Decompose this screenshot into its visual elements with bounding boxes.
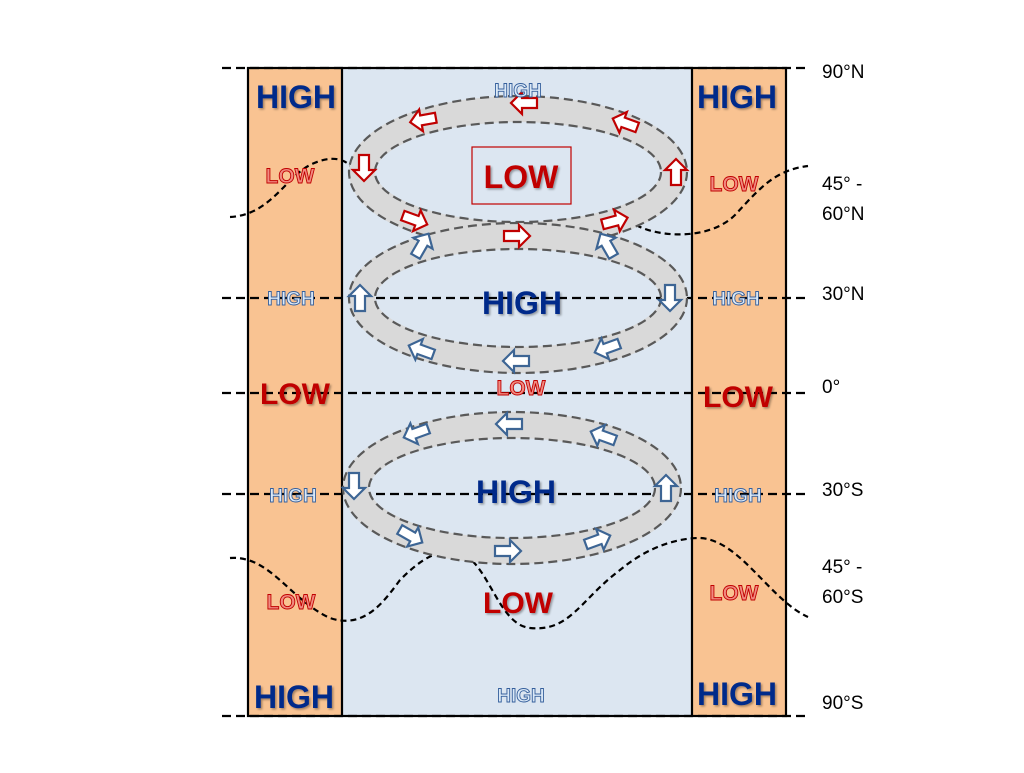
lat-label-45-60n: 45° - 60°N [822,174,865,225]
left-high-south: HIGH [254,679,334,715]
subpolar-low-box [471,146,572,205]
lat-label-30n: 30°N [822,284,865,305]
center-low-eq: LOW [497,377,546,400]
center-high-south: HIGH [497,686,545,707]
left-high-north: HIGH [256,79,336,115]
high-small-labels: HIGH HIGH HIGH HIGH HIGH HIGH [267,81,762,708]
left-low-south: LOW [267,591,316,614]
center-low-subpolar-s: LOW [483,587,554,620]
low-small-labels: LOW LOW LOW LOW LOW [265,165,759,615]
right-high-30s: HIGH [714,486,762,507]
left-low-eq: LOW [260,378,331,411]
hadley-cell-south-inner [367,436,657,540]
right-high-30n: HIGH [712,289,760,310]
right-high-north: HIGH [697,79,777,115]
left-low-north: LOW [266,165,315,188]
left-high-30s: HIGH [269,486,317,507]
high-big-labels: HIGH HIGH HIGH HIGH HIGH HIGH [254,79,777,715]
right-high-south: HIGH [697,676,777,712]
center-high-30s: HIGH [476,474,556,510]
right-low-south: LOW [710,582,759,605]
lat-label-30s: 30°S [822,480,864,501]
lat-label-equator: 0° [822,377,841,398]
diagram-frame [246,66,788,718]
center-high-north: HIGH [494,81,542,102]
right-low-north: LOW [710,173,759,196]
left-high-30n: HIGH [267,289,315,310]
hadley-cell-north-inner [373,247,663,349]
center-high-30n: HIGH [482,285,562,321]
hadley-cell-north-outer [347,221,689,375]
lat-label-90n: 90°N [822,62,865,83]
polar-front-south [229,536,809,630]
low-big-labels: LOW LOW LOW LOW [260,159,774,620]
right-low-eq: LOW [703,381,774,414]
lat-label-90s: 90°S [822,693,864,714]
center-low-subpolar-n: LOW [484,159,559,195]
lat-label-45-60s: 45° - 60°S [822,557,864,608]
